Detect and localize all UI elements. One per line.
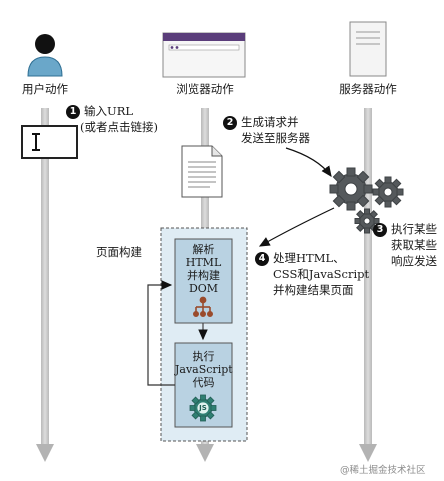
step-4-line2: CSS和JavaScript — [273, 267, 370, 281]
feedback-loop-arrow — [147, 280, 175, 386]
document-icon — [181, 145, 223, 198]
step-3-line2: 获取某些 — [391, 238, 437, 252]
step-3-line3: 响应发送 — [391, 254, 437, 268]
js-badge-label: JS — [199, 404, 207, 412]
browser-column-label: 浏览器动作 — [176, 82, 234, 96]
step-4-number: 4 — [258, 253, 266, 264]
small-gear-icon — [354, 208, 380, 234]
step-3-marker — [373, 223, 387, 237]
server-gears-icon — [329, 167, 404, 234]
page-build-label: 页面构建 — [96, 245, 142, 259]
step-2-number: 2 — [226, 117, 234, 128]
medium-gear-icon — [372, 176, 404, 208]
watermark-text: @稀土掘金技术社区 — [340, 465, 426, 476]
exec-line2: JavaScript — [175, 363, 233, 376]
dom-tree-icon — [193, 296, 214, 317]
response-arrow — [258, 207, 335, 247]
user-avatar-icon — [27, 34, 63, 77]
parse-line1: 解析 — [192, 243, 215, 256]
step-4-line1: 处理HTML、 — [273, 251, 345, 265]
parse-line4: DOM — [188, 282, 219, 295]
parse-line3: 并构建 — [187, 269, 220, 282]
step-1-line1: 输入URL — [84, 104, 133, 118]
server-column-label: 服务器动作 — [339, 82, 397, 96]
step-3-number: 3 — [376, 224, 384, 235]
server-tower-icon — [349, 21, 387, 77]
step-1-line2: (或者点击链接) — [80, 120, 158, 134]
browser-window-icon — [162, 32, 246, 78]
url-input-icon — [21, 125, 78, 159]
parse-line2: HTML — [185, 256, 222, 269]
step-2-line2: 发送至服务器 — [241, 131, 310, 145]
exec-line3: 代码 — [192, 376, 215, 389]
user-column-label: 用户动作 — [22, 82, 68, 96]
server-timeline — [359, 108, 377, 462]
request-arrow — [285, 147, 332, 177]
step-4-marker — [255, 252, 269, 266]
step-1-marker — [66, 105, 80, 119]
step-4-line3: 并构建结果页面 — [273, 283, 354, 297]
exec-line1: 执行 — [192, 350, 215, 363]
js-gear-icon — [189, 394, 217, 422]
user-timeline — [36, 108, 54, 462]
large-gear-icon — [329, 167, 373, 211]
step-1-number: 1 — [69, 106, 77, 117]
step-2-marker — [223, 116, 237, 130]
step-2-line1: 生成请求并 — [241, 115, 299, 129]
step-3-line1: 执行某些 — [391, 222, 437, 236]
